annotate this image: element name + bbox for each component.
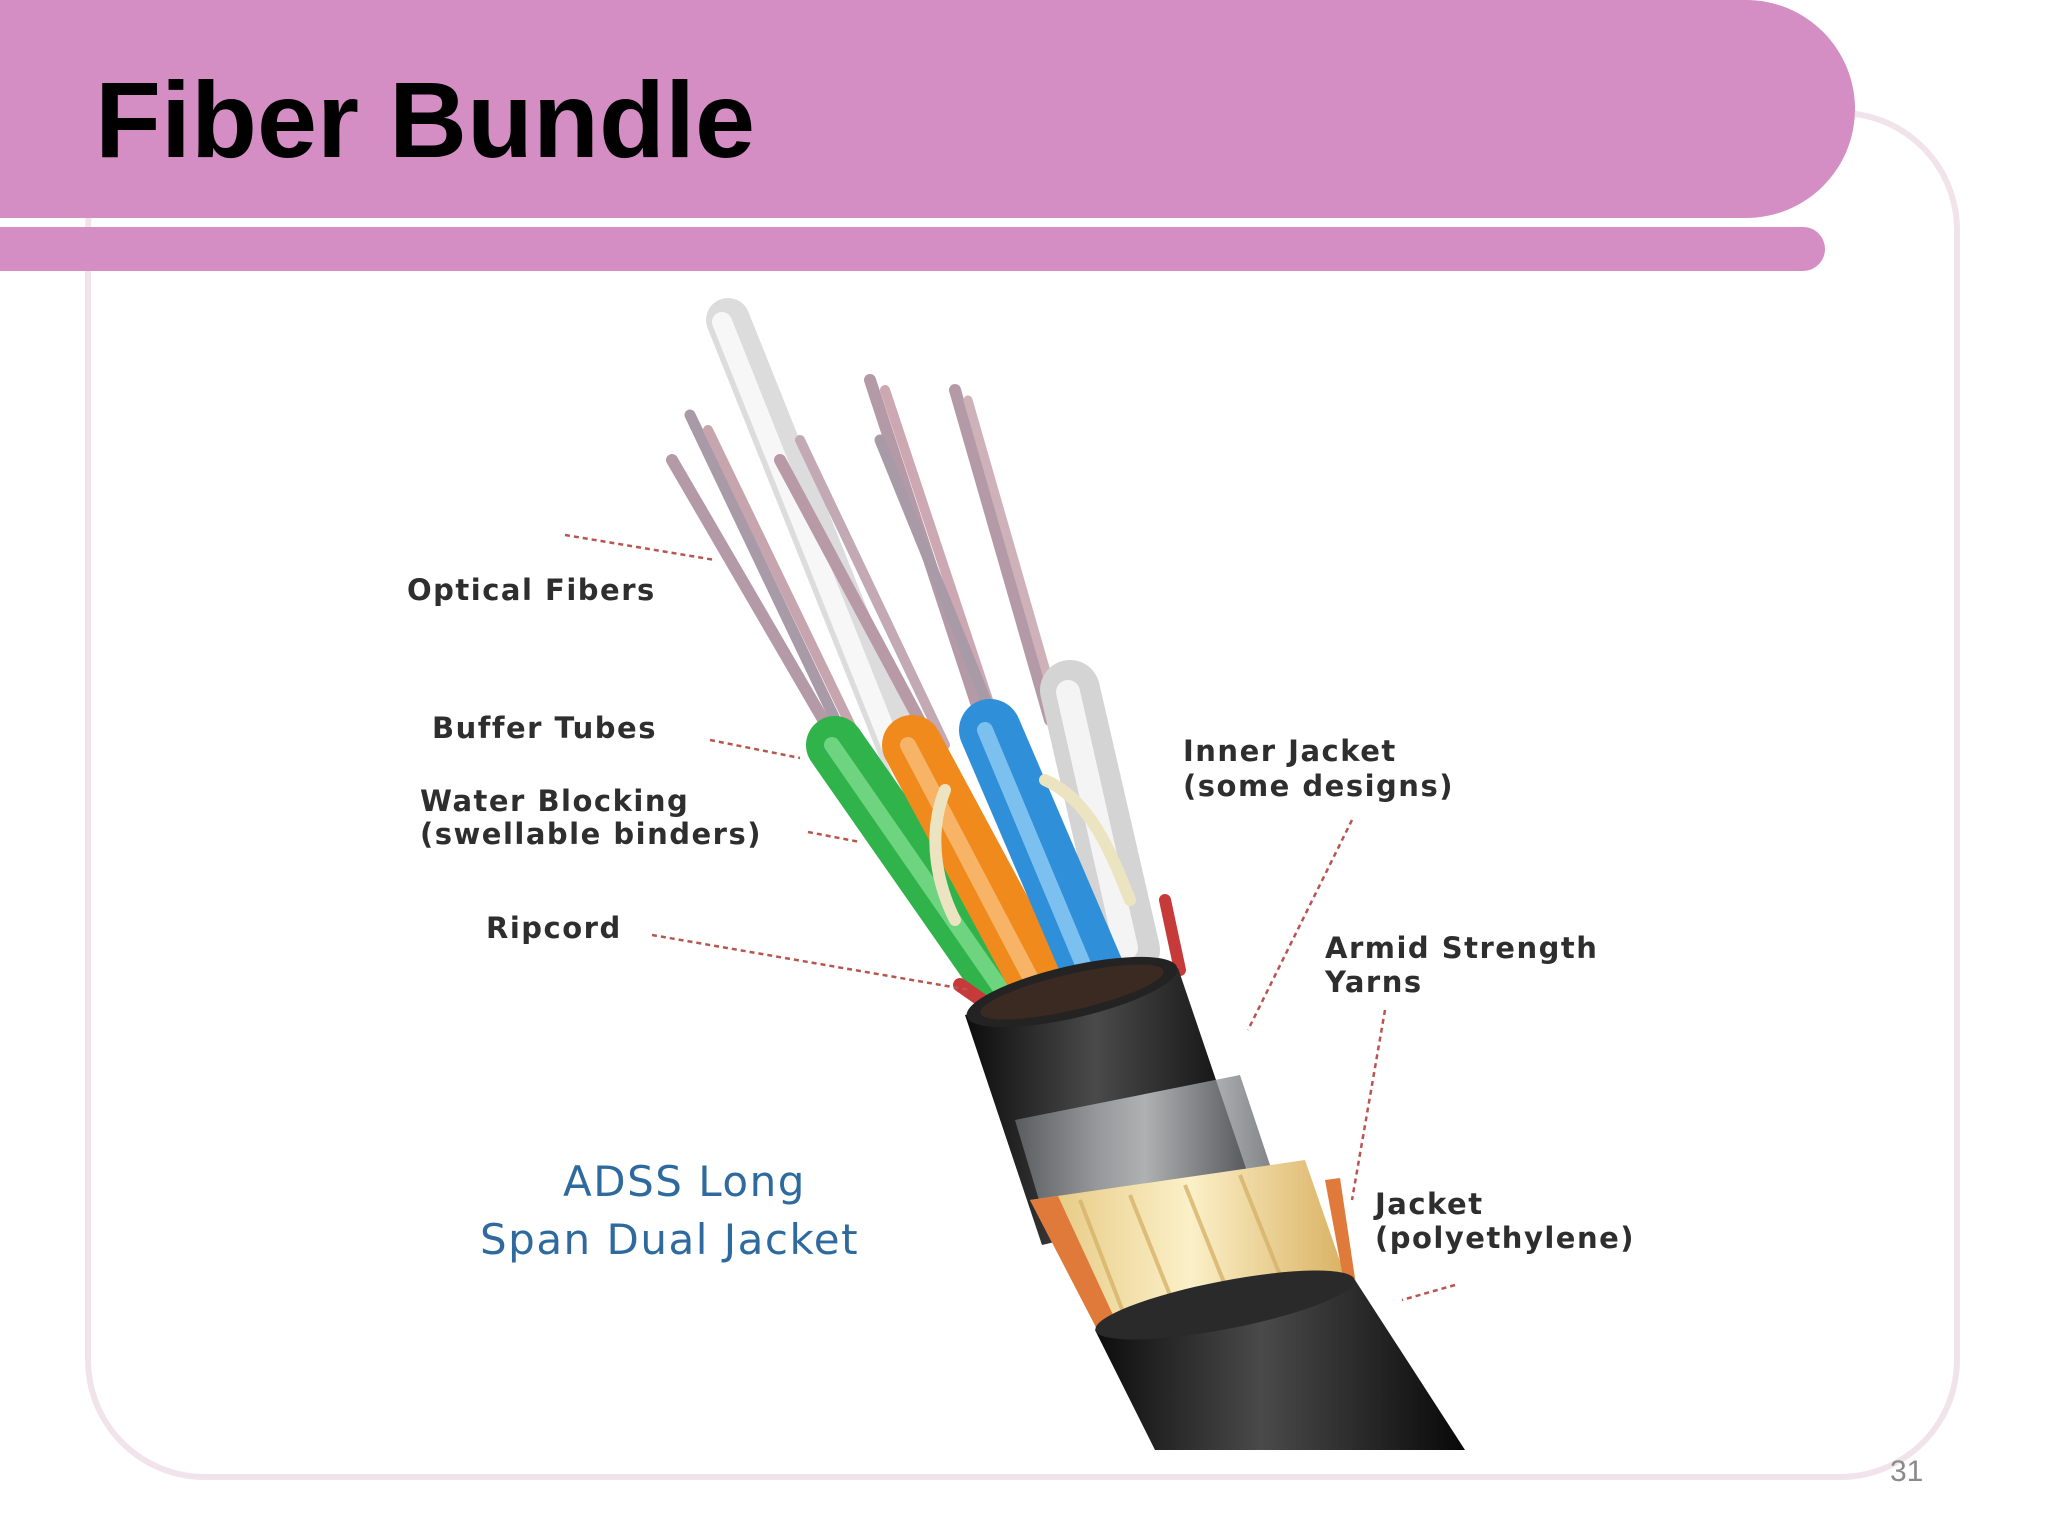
label-armid-yarns-line1: Armid Strength — [1325, 931, 1598, 965]
slide-number: 31 — [1890, 1455, 1924, 1488]
buffer-tubes — [806, 660, 1160, 1050]
label-inner-jacket-line2: (some designs) — [1183, 769, 1454, 803]
water-blocking-binders — [929, 774, 1136, 926]
label-ripcord: Ripcord — [486, 911, 622, 945]
title-banner — [0, 0, 1855, 218]
label-buffer-tubes: Buffer Tubes — [432, 711, 657, 745]
label-water-blocking-line1: Water Blocking — [420, 784, 689, 818]
leader-lines — [564, 533, 1456, 1302]
label-water-blocking-line2: (swellable binders) — [420, 817, 762, 851]
caption-line2: Span Dual Jacket — [480, 1215, 859, 1264]
caption-line1: ADSS Long — [563, 1157, 806, 1206]
outer-jacket — [1095, 1270, 1465, 1450]
label-jacket-line2: (polyethylene) — [1375, 1221, 1635, 1255]
label-optical-fibers: Optical Fibers — [407, 573, 656, 607]
label-jacket-line1: Jacket — [1373, 1187, 1484, 1221]
slide-title: Fiber Bundle — [95, 59, 756, 180]
central-member — [706, 298, 942, 822]
label-armid-yarns-line2: Yarns — [1324, 965, 1423, 999]
optical-fibers — [666, 374, 1065, 750]
label-inner-jacket-line1: Inner Jacket — [1183, 734, 1397, 768]
title-banner-stripe — [0, 227, 1825, 271]
